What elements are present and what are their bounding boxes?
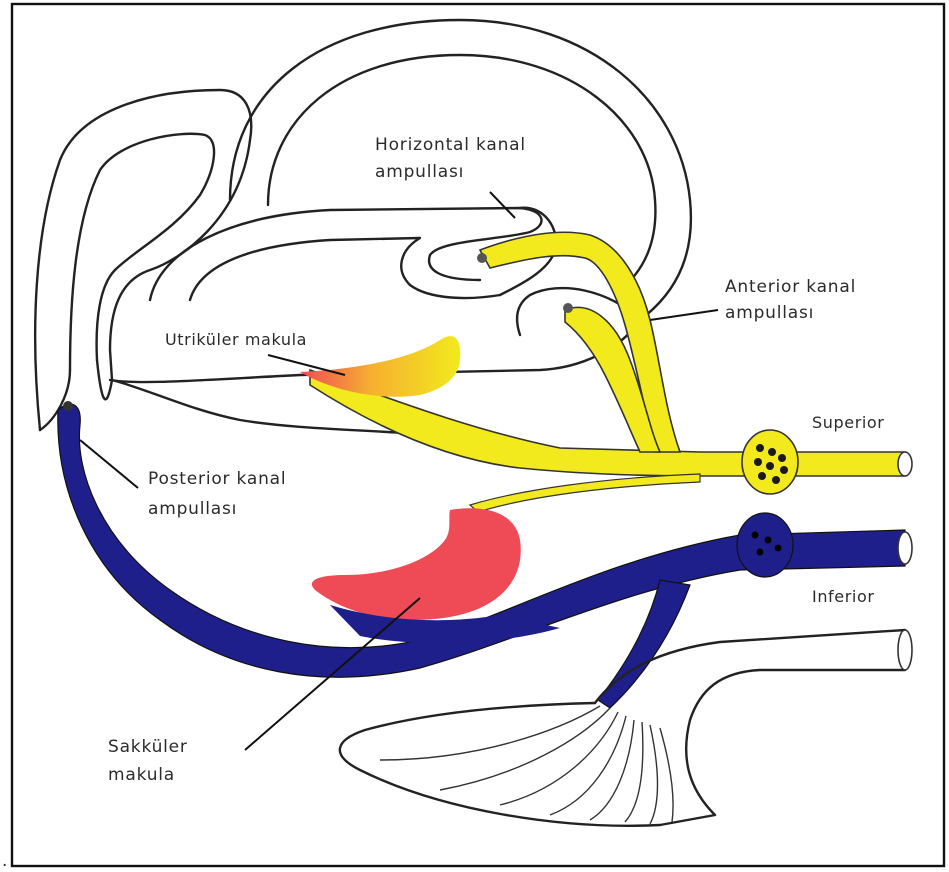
label-superior: Superior	[812, 413, 885, 432]
label-utricular: Utriküler makula	[165, 330, 307, 349]
label-inferior: Inferior	[812, 587, 875, 606]
label-horizontal-line1: Horizontal kanal	[375, 135, 526, 155]
label-posterior-line2: ampullası	[148, 499, 237, 519]
anterior-ampulla-crista	[563, 303, 573, 313]
posterior-ampulla-crista	[63, 401, 73, 411]
corner-mark: .	[2, 851, 8, 871]
label-horizontal-line2: ampullası	[375, 162, 464, 182]
label-saccular-line1: Sakküler	[108, 737, 188, 757]
label-anterior-line1: Anterior kanal	[725, 277, 856, 297]
horizontal-ampulla-crista	[477, 253, 487, 263]
scarpa-ganglion-inferior	[737, 513, 793, 577]
label-anterior-line2: ampullası	[725, 303, 814, 323]
label-saccular-line2: makula	[108, 765, 175, 785]
label-posterior-line1: Posterior kanal	[148, 469, 286, 489]
